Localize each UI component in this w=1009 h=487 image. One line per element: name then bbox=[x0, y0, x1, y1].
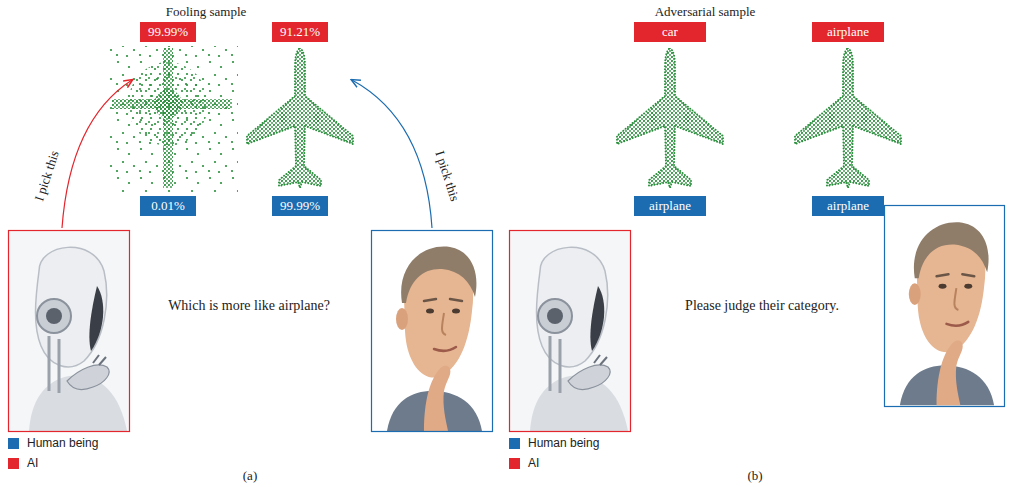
legend-entry: AI bbox=[8, 455, 38, 471]
panel-label: (a) bbox=[243, 468, 257, 484]
score-box: 91.21% bbox=[272, 22, 328, 42]
legend-swatch bbox=[509, 458, 520, 469]
pick-arrow bbox=[352, 80, 432, 228]
human-frame bbox=[372, 231, 493, 432]
score-text: airplane bbox=[827, 198, 869, 214]
panel-label: (b) bbox=[747, 468, 762, 484]
score-text: 0.01% bbox=[151, 198, 185, 214]
human-frame bbox=[885, 206, 1005, 407]
score-box: airplane bbox=[812, 22, 884, 42]
question-text: Which is more like airplane? bbox=[168, 298, 330, 314]
airplane-cloud bbox=[617, 48, 723, 188]
score-text: airplane bbox=[827, 24, 869, 40]
panel-heading: Fooling sample bbox=[166, 4, 247, 20]
score-text: 91.21% bbox=[280, 24, 320, 40]
legend-text: AI bbox=[27, 456, 38, 470]
score-box: 99.99% bbox=[272, 196, 328, 216]
legend-text: Human being bbox=[27, 436, 98, 450]
legend-swatch bbox=[509, 438, 520, 449]
human-image bbox=[372, 231, 492, 431]
score-text: car bbox=[662, 24, 678, 40]
score-text: 99.99% bbox=[280, 198, 320, 214]
score-text: 99.99% bbox=[148, 24, 188, 40]
fooling-cloud bbox=[108, 46, 238, 192]
human-image bbox=[885, 207, 1004, 405]
score-text: airplane bbox=[649, 198, 691, 214]
question-text: Please judge their category. bbox=[685, 298, 839, 314]
score-box: 99.99% bbox=[140, 22, 196, 42]
legend-entry: AI bbox=[509, 455, 539, 471]
score-box: 0.01% bbox=[140, 196, 196, 216]
legend-swatch bbox=[8, 458, 19, 469]
legend-text: AI bbox=[528, 456, 539, 470]
pick-arrow bbox=[62, 80, 132, 228]
airplane-cloud bbox=[795, 48, 901, 188]
score-box: airplane bbox=[812, 196, 884, 216]
legend-entry: Human being bbox=[8, 435, 98, 451]
legend-entry: Human being bbox=[509, 435, 599, 451]
robot-image bbox=[9, 231, 129, 431]
arrow-label: I pick this bbox=[31, 149, 62, 203]
robot-image bbox=[510, 231, 630, 431]
score-box: car bbox=[634, 22, 706, 42]
arrow-label: I pick this bbox=[431, 149, 462, 203]
score-box: airplane bbox=[634, 196, 706, 216]
panel-heading: Adversarial sample bbox=[655, 4, 756, 20]
airplane-cloud bbox=[247, 48, 353, 188]
robot-frame bbox=[510, 231, 631, 432]
legend-swatch bbox=[8, 438, 19, 449]
robot-frame bbox=[9, 231, 130, 432]
legend-text: Human being bbox=[528, 436, 599, 450]
